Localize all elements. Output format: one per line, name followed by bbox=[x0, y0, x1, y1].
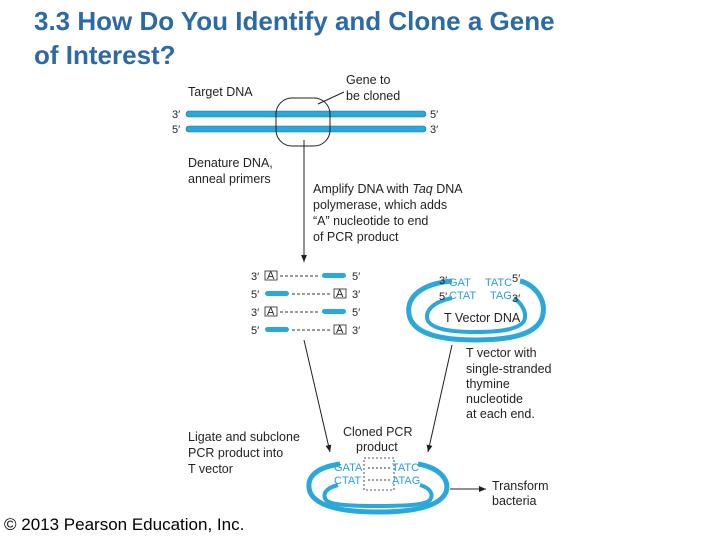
cloned-inner-strand bbox=[322, 483, 434, 509]
ligate-line-1: Ligate and subclone bbox=[188, 430, 300, 444]
cloned-line-2: product bbox=[356, 440, 398, 454]
target-strand-top bbox=[185, 110, 427, 118]
denature-line-2: anneal primers bbox=[188, 172, 271, 186]
strand-end-bottom-right: 3′ bbox=[430, 124, 438, 136]
strand-end-top-left: 3′ bbox=[172, 109, 180, 121]
pcr-row-right-end: 5′ bbox=[352, 307, 360, 319]
t-vector-label: T Vector DNA bbox=[444, 311, 521, 325]
pcr-row-left-end: 5′ bbox=[251, 289, 259, 301]
ligate-line-2: PCR product into bbox=[188, 446, 283, 460]
denature-line-1: Denature DNA, bbox=[188, 156, 273, 170]
vector-to-ligation-arrow bbox=[426, 344, 453, 453]
pcr-row-left-end: 3′ bbox=[251, 271, 259, 283]
pcr-row: 3′ A 5′ bbox=[251, 306, 360, 319]
t-vector-left-top-end: 3′ bbox=[439, 275, 447, 287]
t-vector-right-top-end: 5′ bbox=[512, 273, 520, 285]
amplify-line-4: of PCR product bbox=[313, 230, 399, 244]
cloned-tatc: TATC bbox=[392, 462, 419, 474]
pcr-strand bbox=[265, 327, 289, 332]
pcr-strand bbox=[322, 309, 346, 314]
a-base-box bbox=[264, 306, 278, 317]
pcr-to-ligation-arrow bbox=[303, 339, 332, 453]
copyright-footer: © 2013 Pearson Education, Inc. bbox=[4, 515, 245, 534]
a-base-label: A bbox=[267, 270, 275, 282]
cloned-line-1: Cloned PCR bbox=[343, 425, 412, 439]
t-vector-note-line-4: nucleotide bbox=[466, 392, 523, 406]
amplify-line-2: polymerase, which adds bbox=[313, 198, 447, 212]
t-vector-tag: TAG bbox=[490, 290, 512, 302]
strand-end-top-right: 5′ bbox=[430, 109, 438, 121]
pcr-row: 3′ A 5′ bbox=[251, 270, 360, 283]
strand-end-bottom-left: 5′ bbox=[172, 124, 180, 136]
transform-line-2: bacteria bbox=[492, 494, 537, 508]
t-vector-note-line-3: thymine bbox=[466, 377, 510, 391]
a-base-label: A bbox=[336, 288, 344, 300]
t-vector-note-line-1: T vector with bbox=[466, 346, 537, 360]
a-base-box bbox=[333, 288, 347, 299]
insert-box bbox=[363, 457, 395, 491]
pcr-row-right-end: 5′ bbox=[352, 271, 360, 283]
title-line-2: of Interest? bbox=[34, 40, 176, 70]
a-base-label: A bbox=[336, 324, 344, 336]
cloned-outer-strand bbox=[306, 461, 450, 515]
cloned-gata: GATA bbox=[334, 462, 363, 474]
pcr-row-left-end: 3′ bbox=[251, 307, 259, 319]
t-vector-inner-strand bbox=[425, 296, 527, 335]
gene-label-line-2: be cloned bbox=[346, 89, 400, 103]
ligate-line-3: T vector bbox=[188, 462, 233, 476]
cloned-ctat: CTAT bbox=[334, 475, 361, 487]
pcr-strand bbox=[322, 273, 346, 278]
slide-title: 3.3 How Do You Identify and Clone a Gene… bbox=[34, 4, 714, 72]
t-vector-ctat: CTAT bbox=[449, 290, 476, 302]
pcr-row-left-end: 5′ bbox=[251, 325, 259, 337]
target-dna-label: Target DNA bbox=[188, 85, 253, 99]
pcr-strand bbox=[265, 291, 289, 296]
pcr-row-right-end: 3′ bbox=[352, 289, 360, 301]
cloned-plasmid bbox=[306, 457, 450, 515]
t-vector-right-bottom-end: 3′ bbox=[512, 293, 520, 305]
pcr-row: 5′ A 3′ bbox=[251, 288, 360, 301]
t-vector-outer-strand bbox=[406, 278, 546, 343]
amplify-line-3: “A” nucleotide to end bbox=[313, 214, 428, 228]
t-vector-gat: GAT bbox=[449, 277, 471, 289]
gene-highlight-box bbox=[275, 97, 331, 147]
pcr-row: 5′ A 3′ bbox=[251, 324, 360, 337]
pcr-products: 3′ A 5′ 5′ A 3′ 3′ A 5′ 5′ bbox=[251, 270, 360, 337]
title-line-1: 3.3 How Do You Identify and Clone a Gene bbox=[34, 6, 555, 36]
amplify-line-1: Amplify DNA with Taq DNA bbox=[313, 182, 463, 196]
t-vector-note-line-2: single-stranded bbox=[466, 362, 552, 376]
target-strand-bottom bbox=[185, 125, 427, 133]
gene-pointer-line bbox=[317, 91, 345, 105]
gene-label-line-1: Gene to bbox=[346, 73, 391, 87]
t-vector-plasmid bbox=[406, 278, 546, 343]
a-base-box bbox=[333, 324, 347, 335]
pcr-row-right-end: 3′ bbox=[352, 325, 360, 337]
transform-line-1: Transform bbox=[492, 479, 549, 493]
t-vector-tatc: TATC bbox=[485, 277, 512, 289]
cloned-atag: ATAG bbox=[392, 475, 420, 487]
t-vector-left-bottom-end: 5′ bbox=[439, 291, 447, 303]
a-base-label: A bbox=[267, 306, 275, 318]
t-vector-note-line-5: at each end. bbox=[466, 407, 535, 421]
a-base-box bbox=[264, 270, 278, 281]
